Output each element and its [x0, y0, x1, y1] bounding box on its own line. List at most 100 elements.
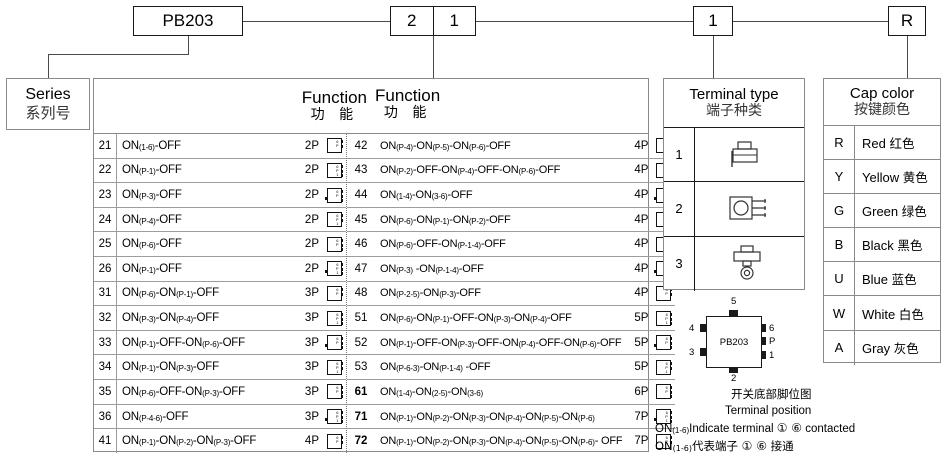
terminal-type-row[interactable]: 1 — [664, 128, 804, 183]
terminal-type-label-en: Terminal type — [689, 86, 779, 103]
function-row-number: 43 — [354, 164, 368, 177]
function-row-number: 45 — [354, 213, 368, 226]
function-row-number: 35 — [94, 380, 117, 404]
cap-color-name: White 白色 — [855, 304, 940, 323]
note-en-title: Terminal position — [725, 405, 812, 417]
function-row-number: 21 — [94, 134, 117, 158]
note-cn-tail: 接通 — [770, 439, 794, 453]
function-row-description: ON(P-6)-OFF-ON(P-3)-OFF — [122, 385, 245, 398]
function-row-number: 47 — [354, 262, 368, 275]
terminal-type-header: Terminal type 端子种类 — [664, 79, 804, 128]
function-row-description: ON(P-2-5)-ON(P-3)-OFF — [380, 287, 481, 300]
terminal-type-row[interactable]: 2 — [664, 182, 804, 237]
function-row[interactable]: 43ON(P-2)-OFF-ON(P-4)-OFF-ON(P-6)-OFF4P6… — [347, 159, 676, 184]
function-row-poles: 7P — [634, 410, 649, 423]
connector-series-to-function — [243, 21, 390, 22]
function-row-poles: 3P — [304, 410, 319, 423]
note-en-body: Indicate terminal — [689, 423, 774, 435]
function-header-cn-2: 功 能 — [383, 105, 432, 121]
function-row-poles: 2P — [304, 262, 319, 275]
drop-function-to-panel — [433, 36, 434, 78]
function-row-description: ON(P-1)-OFF-ON(P-3)-OFF-ON(P-4)-OFF-ON(P… — [380, 336, 622, 349]
cap-color-name: Yellow 黄色 — [855, 167, 940, 186]
series-label-cn: 系列号 — [25, 104, 71, 122]
cap-code-box[interactable]: R — [888, 6, 926, 36]
function-row-description: ON(1-4)-ON(2-5)-ON(3-6) — [380, 385, 483, 398]
cap-color-code: G — [824, 194, 855, 228]
function-row-poles: 4P — [634, 262, 649, 275]
cap-color-name-en: Blue — [862, 272, 892, 288]
series-code-box[interactable]: PB203 — [133, 6, 243, 36]
function-code-box[interactable]: 2 1 — [390, 6, 476, 36]
drop-terminal-to-panel — [713, 36, 714, 78]
function-row-poles: 6P — [634, 385, 649, 398]
function-code-digit-2: 1 — [449, 11, 459, 30]
cap-code-value: R — [900, 11, 914, 30]
cap-color-name-en: White — [862, 306, 899, 322]
pin-label-right-lower: 1 — [769, 350, 775, 361]
terminal-code-box[interactable]: 1 — [693, 6, 733, 36]
function-row-poles: 3P — [304, 312, 319, 325]
pinout-part-label: PB203 — [719, 336, 749, 348]
cap-color-code: Y — [824, 160, 855, 194]
function-row-description: ON(P-1)-ON(P-2)-ON(P-3)-ON(P-4)-ON(P-5)-… — [380, 410, 595, 423]
function-row-description: ON(P-1)-ON(P-2)-ON(P-3)-ON(P-4)-ON(P-5)-… — [380, 435, 623, 448]
cap-color-label-cn: 按键颜色 — [854, 102, 910, 118]
function-row-poles: 2P — [304, 189, 319, 202]
terminal-type-row[interactable]: 3 — [664, 236, 804, 291]
pin-tab-right-mid — [760, 337, 766, 345]
ring-tab-terminal-icon — [695, 244, 804, 284]
terminal-code-value: 1 — [708, 11, 718, 30]
cap-color-name-cn: 白色 — [898, 306, 924, 322]
note-cn-title: 开关底部脚位图 — [731, 387, 812, 401]
pin-label-bottom: 2 — [731, 373, 737, 384]
connector-terminal-to-cap — [733, 21, 888, 22]
